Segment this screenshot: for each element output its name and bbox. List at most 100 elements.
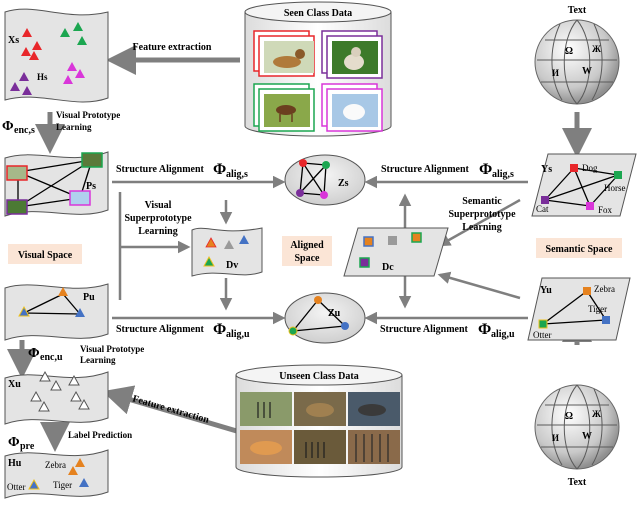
- seen-class-data-cylinder: Seen Class Data: [244, 1, 392, 137]
- phi-pre-label: Φ pre: [8, 435, 35, 452]
- svg-text:enc,u: enc,u: [40, 352, 63, 363]
- svg-text:Ж: Ж: [592, 409, 601, 419]
- ys-node-horse: [614, 171, 622, 179]
- ps-photo-dog: [6, 165, 28, 181]
- svg-text:W: W: [582, 66, 592, 77]
- aligned-space-label-1: Aligned: [290, 240, 324, 251]
- svg-text:И: И: [552, 433, 559, 443]
- unseen-class-data-cylinder: Unseen Class Data: [235, 364, 403, 478]
- ps-photo-horse: [81, 152, 103, 168]
- ys-node-cat: [541, 196, 549, 204]
- semantic-superprototype-1: Semantic: [462, 196, 502, 207]
- svg-text:Φ: Φ: [478, 321, 491, 338]
- visual-prototype-learning-bottom-2: Learning: [80, 355, 116, 365]
- arrow-to-dc-from-yu: [437, 271, 521, 300]
- ys-node-dog: [570, 164, 578, 172]
- hu-tiger-label: Tiger: [53, 480, 72, 490]
- hu-point-zebra: [75, 458, 85, 467]
- zs-label: Zs: [338, 178, 349, 189]
- phi-enc-s-label: Φ enc,s: [2, 119, 35, 136]
- svg-text:Ω: Ω: [565, 411, 573, 422]
- zu-node-otter: [288, 326, 298, 336]
- pu-point-otter: [18, 305, 30, 317]
- visual-prototype-learning-bottom-1: Visual Prototype: [80, 344, 144, 354]
- visual-space-box: [8, 244, 82, 264]
- svg-text:Φ: Φ: [213, 161, 226, 178]
- visual-superprototype-2: Superprototype: [124, 213, 192, 224]
- pu-prototype-panel: Pu: [4, 283, 109, 341]
- feature-extraction-top-label: Feature extraction: [133, 42, 212, 53]
- seen-photo-cat: [321, 30, 383, 79]
- wikipedia-globe-icon: Text Ω W И Ж: [534, 5, 620, 105]
- hu-point-tiger: [79, 478, 89, 487]
- hu-point-zebra-2: [68, 466, 78, 475]
- svg-text:Structure Alignment: Structure Alignment: [380, 324, 469, 335]
- zu-aligned-ellipse: Zu: [284, 292, 366, 344]
- zu-node-tiger: [341, 322, 349, 330]
- yu-semantic-panel: Yu Zebra Tiger Otter: [527, 277, 631, 341]
- dc-superprototype-panel: Dc: [343, 227, 449, 277]
- arrow-to-dc-from-ys: [437, 198, 521, 247]
- svg-text:Φ: Φ: [2, 119, 14, 134]
- svg-text:W: W: [582, 431, 592, 442]
- pu-label: Pu: [83, 292, 95, 303]
- aligned-space-box: [282, 236, 332, 266]
- xs-feature-points: [10, 22, 87, 95]
- svg-text:enc,s: enc,s: [14, 125, 35, 136]
- pu-point-zebra: [58, 287, 68, 296]
- ys-node-fox: [586, 202, 594, 210]
- svg-text:Φ: Φ: [28, 346, 40, 361]
- ps-photo-fox: [69, 190, 91, 206]
- svg-text:alig,s: alig,s: [492, 169, 514, 180]
- seen-photo-horse: [253, 83, 315, 132]
- xu-feature-points: [30, 370, 90, 412]
- svg-text:Structure Alignment: Structure Alignment: [116, 164, 205, 175]
- zs-node-dog: [299, 159, 307, 167]
- unseen-class-data-label: Unseen Class Data: [279, 371, 358, 382]
- hu-zebra-label: Zebra: [45, 460, 66, 470]
- yu-tiger-label: Tiger: [588, 304, 607, 314]
- text-bottom-label: Text: [568, 477, 587, 488]
- semantic-superprototype-3: Learning: [462, 222, 501, 233]
- pu-graph-edges: [23, 293, 81, 315]
- yu-node-zebra: [583, 287, 591, 295]
- dv-superprototype-panel: Dv: [191, 227, 263, 277]
- dc-label: Dc: [382, 262, 394, 273]
- svg-text:И: И: [552, 68, 559, 78]
- zs-node-fox: [320, 191, 328, 199]
- structure-alignment-top-right: Structure Alignment Φ alig,s: [381, 161, 514, 180]
- svg-text:Structure Alignment: Structure Alignment: [381, 164, 470, 175]
- svg-text:Structure Alignment: Structure Alignment: [116, 324, 205, 335]
- dc-node-4: [359, 257, 370, 268]
- semantic-superprototype-2: Superprototype: [448, 209, 516, 220]
- connector-arrows: [7, 45, 592, 452]
- svg-text:Φ: Φ: [213, 321, 226, 338]
- semantic-space-label: Semantic Space: [546, 244, 614, 255]
- structure-alignment-bottom-left: Structure Alignment Φ alig,u: [116, 321, 250, 340]
- seen-class-data-label: Seen Class Data: [284, 8, 352, 19]
- phi-enc-u-label: Φ enc,u: [28, 346, 63, 363]
- feature-extraction-bottom-label: Feature extraction: [131, 393, 210, 425]
- structure-alignment-bottom-right: Structure Alignment Φ alig,u: [380, 321, 515, 340]
- dc-node-2: [388, 236, 397, 245]
- svg-text:alig,s: alig,s: [226, 169, 248, 180]
- ys-dog-label: Dog: [582, 163, 598, 173]
- visual-superprototype-1: Visual: [145, 200, 172, 211]
- photo-thumbnail-icon: [348, 430, 400, 464]
- dv-point-2: [224, 240, 234, 249]
- hu-prediction-panel: Hu Zebra Tiger Otter: [4, 449, 109, 499]
- yu-zebra-label: Zebra: [594, 284, 615, 294]
- zu-node-zebra: [314, 296, 322, 304]
- ys-cat-label: Cat: [536, 204, 549, 214]
- ys-fox-label: Fox: [598, 205, 613, 215]
- svg-text:alig,u: alig,u: [491, 329, 515, 340]
- xu-label: Xu: [8, 379, 21, 390]
- xu-feature-panel: Xu: [4, 370, 109, 425]
- hu-label: Hu: [8, 458, 22, 469]
- zs-node-horse: [322, 161, 330, 169]
- hs-label: Hs: [37, 72, 48, 82]
- photo-thumbnail-icon: [240, 392, 292, 426]
- visual-space-label: Visual Space: [18, 250, 73, 261]
